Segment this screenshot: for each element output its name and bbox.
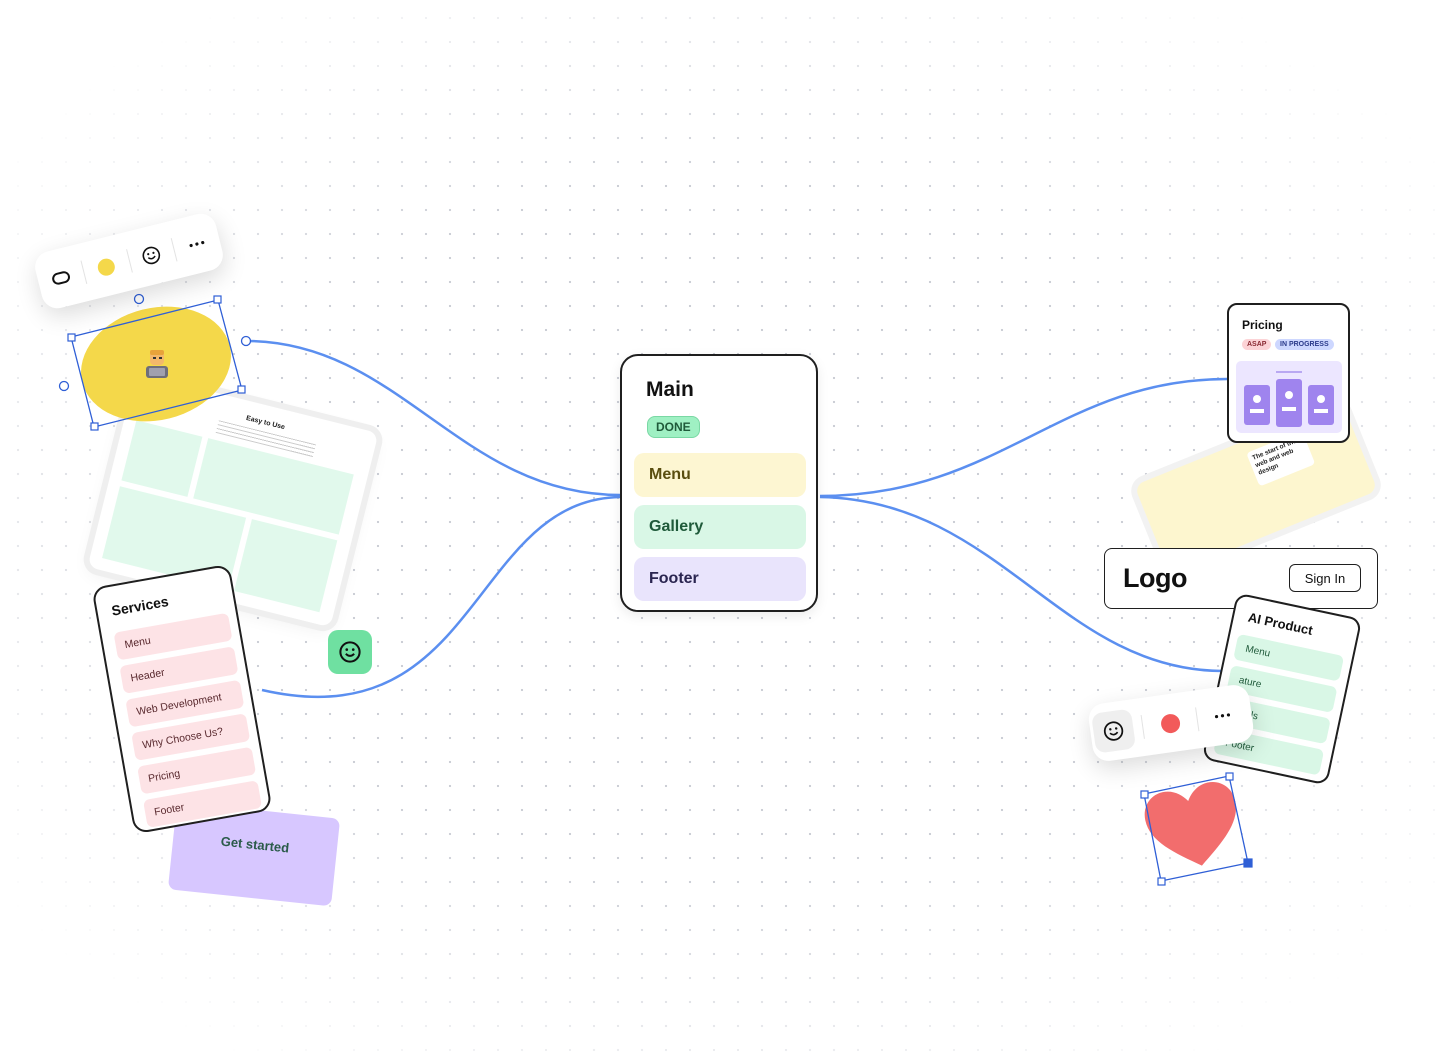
color-swatch-red[interactable]	[1140, 698, 1200, 749]
red-swatch-dot	[1159, 712, 1181, 734]
yellow-swatch-dot	[96, 256, 117, 277]
main-card[interactable]: Main DONE Menu Gallery Footer	[620, 354, 818, 612]
tag-in-progress: IN PROGRESS	[1275, 339, 1334, 350]
pricing-title: Pricing	[1242, 318, 1283, 332]
emoji-icon[interactable]	[124, 228, 179, 282]
section-footer[interactable]: Footer	[634, 557, 806, 601]
status-badge: DONE	[647, 416, 700, 438]
services-title: Services	[110, 592, 170, 619]
more-icon[interactable]	[1195, 690, 1251, 741]
main-card-title: Main	[646, 378, 694, 401]
tag-asap: ASAP	[1242, 339, 1272, 350]
connector-main-to-ai-product	[819, 495, 1223, 673]
floating-toolbar-left	[31, 210, 227, 312]
emoji-sticker-green[interactable]	[328, 630, 372, 674]
get-started-label: Get started	[220, 833, 290, 856]
wireframe-block	[234, 519, 338, 613]
more-icon[interactable]	[170, 217, 225, 271]
connector-yellow-to-main	[245, 339, 621, 497]
person-laptop-emoji	[140, 346, 174, 380]
pricing-columns-illustration	[1244, 371, 1334, 427]
section-gallery[interactable]: Gallery	[634, 505, 806, 549]
emoji-icon-bg	[1090, 708, 1137, 754]
pricing-preview-image	[1236, 361, 1342, 433]
pricing-card[interactable]: Pricing ASAP IN PROGRESS	[1227, 303, 1350, 443]
selection-box-yellow-circle[interactable]	[56, 290, 256, 440]
sign-in-button[interactable]: Sign In	[1289, 564, 1361, 592]
emoji-icon[interactable]	[1088, 706, 1140, 756]
floating-toolbar-right	[1086, 683, 1256, 763]
logo-text: Logo	[1123, 563, 1187, 593]
ai-product-title: AI Product	[1246, 609, 1315, 638]
heart-shape-selection[interactable]	[1136, 768, 1260, 888]
shape-icon[interactable]	[33, 251, 88, 305]
section-menu[interactable]: Menu	[634, 453, 806, 497]
smiley-icon	[339, 641, 361, 663]
heart-icon	[1144, 782, 1237, 866]
connector-services-to-main	[261, 495, 621, 698]
connector-main-to-pricing	[819, 377, 1228, 498]
